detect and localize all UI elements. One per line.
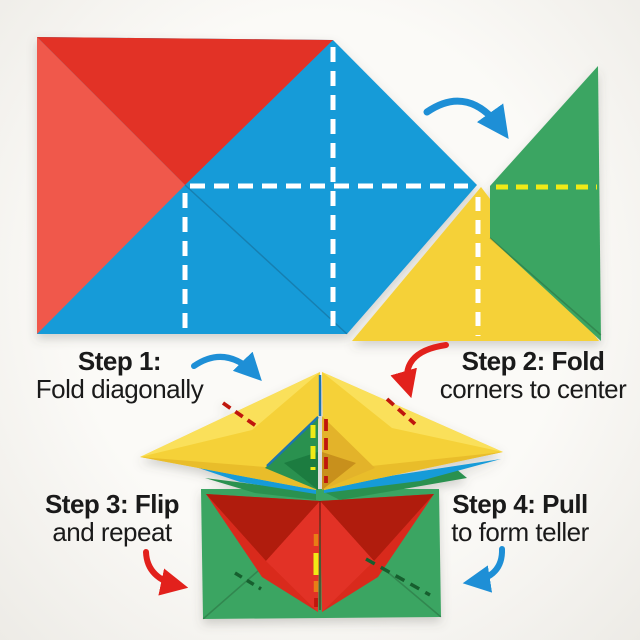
step-4-label: Step 4: Pull to form teller <box>430 490 610 546</box>
step-4-title: Step 4: Pull <box>452 489 588 519</box>
yellow-wing-right-shade <box>324 452 503 490</box>
yellow-wing-right-highlight <box>322 372 503 452</box>
green-folded-corner <box>490 66 601 341</box>
red-dash-wing-left <box>221 401 261 430</box>
green-sliver-left <box>205 478 316 500</box>
figure-step1-square-sheet <box>37 37 477 335</box>
step3-arrow-icon <box>143 549 189 596</box>
red-folded-corner-left <box>37 37 185 334</box>
red-pocket-left-inner <box>266 501 320 612</box>
step-2-text: corners to center <box>439 374 627 404</box>
blue-sliver-right <box>324 459 501 493</box>
gold-center-pocket-shade <box>322 452 356 490</box>
step-1-title: Step 1: <box>77 346 162 376</box>
step4-arrow-icon <box>462 546 506 593</box>
step-3-text: and repeat <box>52 517 172 547</box>
step1-arrow-icon <box>191 351 262 382</box>
yellow-wing-left-shade <box>140 457 316 490</box>
step-4-text: to form teller <box>451 517 589 547</box>
yellow-wing-left-highlight <box>140 372 320 457</box>
red-folded-corner-top <box>37 37 333 185</box>
green-base-crease-left <box>202 563 267 620</box>
step-3-title: Step 3: Flip <box>44 489 180 519</box>
green-center-pocket-shade <box>284 452 318 490</box>
step-3-label: Step 3: Flip and repeat <box>22 490 202 546</box>
step-2-title: Step 2: Fold <box>461 346 605 376</box>
red-pocket-left-shadow <box>206 494 320 561</box>
blue-fold-crease <box>184 184 348 335</box>
red-dash-wing-right <box>385 397 417 426</box>
green-fold-crease <box>489 237 602 336</box>
top-fold-arrow-icon <box>423 97 509 139</box>
step-1-label: Step 1: Fold diagonally <box>22 347 217 403</box>
blue-pocket-edge <box>266 416 319 467</box>
green-dash-bottom-left <box>234 571 262 591</box>
yellow-paper-back <box>352 187 599 341</box>
red-pocket-right-inner <box>320 501 374 612</box>
step-2-label: Step 2: Fold corners to center <box>428 347 638 403</box>
figure-step2-folded-corner <box>352 66 602 341</box>
step2-arrow-icon <box>390 342 449 399</box>
red-pocket-right-shadow <box>320 494 434 561</box>
step-1-text: Fold diagonally <box>35 374 204 404</box>
figure-fortune-teller-model <box>140 372 503 620</box>
green-dash-bottom-right <box>365 557 431 597</box>
